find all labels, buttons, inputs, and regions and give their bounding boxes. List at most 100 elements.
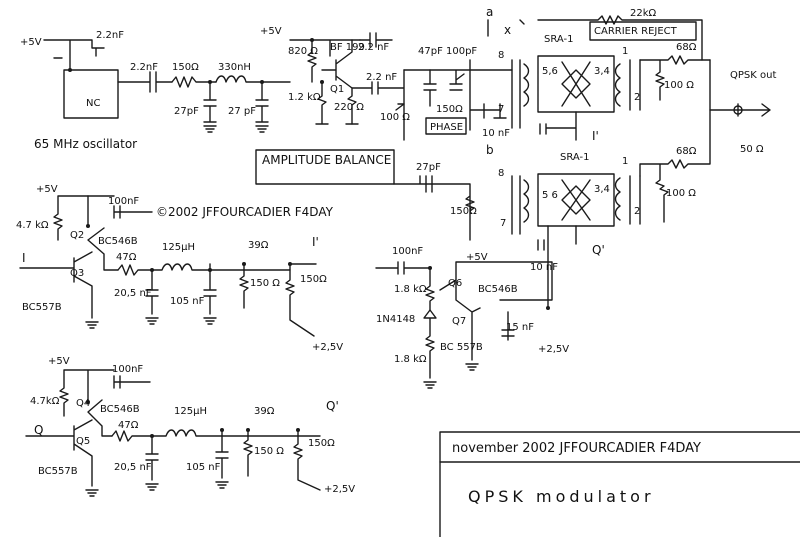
q7-label: Q7: [452, 316, 466, 327]
pin-7-bottom-label: 7: [500, 218, 506, 229]
i-cap-20-5nf-label: 20,5 nF: [114, 288, 152, 299]
phase-box: [425, 117, 467, 135]
q-resistor-39-label: 39Ω: [254, 406, 275, 417]
node-a-label: a: [486, 5, 493, 19]
pins-3-4-top-label: 3,4: [594, 66, 610, 77]
title-block-author-line: november 2002 JFFOURCADIER F4DAY: [452, 441, 701, 456]
bias-2-5v-label: +2,5V: [538, 344, 569, 355]
sra1-mixer-top: SRA-1 8 7 5,6 3,4 1 2 68Ω 100 Ω I': [498, 34, 711, 143]
resistor-820-label: 820 Ω: [288, 46, 318, 57]
q7-part-label: BC 557B: [440, 342, 483, 353]
q1-name-label: Q1: [330, 84, 344, 95]
oscillator-caption: 65 MHz oscillator: [34, 137, 137, 151]
q-resistor-150b-label: 150Ω: [308, 438, 335, 449]
q-bias-2-5v-label: +2,5V: [324, 484, 355, 495]
sra1-bottom-label: SRA-1: [560, 152, 589, 163]
diode-label: 1N4148: [376, 314, 415, 325]
q-channel-driver: +5V 100nF 4.7kΩ Q4 BC546B Q Q5 BC557B 47…: [25, 356, 355, 495]
output-q-prime-label: Q': [592, 243, 605, 257]
coupling-cap-label: 2.2nF: [130, 62, 158, 73]
resistor-100-bottom-label: 100 Ω: [666, 188, 696, 199]
oscillator-section: +5V 2.2nF NC 65 MHz oscillator 2.2nF 150…: [20, 26, 410, 151]
inductor-330nh-label: 330nH: [218, 62, 251, 73]
q-resistor-47-label: 47Ω: [118, 420, 139, 431]
i-cap-105nf-label: 105 nF: [170, 296, 205, 307]
q2-part-label: BC546B: [98, 236, 138, 247]
cap-27pf-b-branch-label: 27pF: [416, 162, 441, 173]
carrier-reject-box: [589, 21, 697, 41]
q3-part-label: BC557B: [22, 302, 62, 313]
i-channel-driver: +5V 100nF 4.7 kΩ Q2 BC546B I Q3 BC557B 4…: [16, 184, 343, 353]
q5-label: Q5: [76, 436, 90, 447]
qpsk-output: QPSK out 50 Ω: [709, 70, 776, 155]
bias-generator: 100nF +5V 1.8 kΩ Q6 BC546B 1N4148 Q7 BC …: [375, 246, 569, 379]
resistor-68-top-label: 68Ω: [676, 42, 697, 53]
i-output-prime-label: I': [312, 235, 319, 249]
cap-100pf-label: 100pF: [446, 46, 477, 57]
copyright-label: ©2002 JFFOURCADIER F4DAY: [156, 205, 334, 219]
pins-5-6-bottom-label: 5 6: [542, 190, 558, 201]
i-resistor-4-7k-label: 4.7 kΩ: [16, 220, 49, 231]
q2-label: Q2: [70, 230, 84, 241]
bias-vcc-label: +5V: [466, 252, 488, 263]
phase-label: PHASE: [430, 122, 463, 133]
q1-part-label: BF 199: [330, 42, 365, 53]
q5-part-label: BC557B: [38, 466, 78, 477]
title-block: november 2002 JFFOURCADIER F4DAY QPSK mo…: [439, 431, 800, 537]
i-vcc-label: +5V: [36, 184, 58, 195]
q-resistor-4-7k-label: 4.7kΩ: [30, 396, 60, 407]
q-vcc-label: +5V: [48, 356, 70, 367]
balance-phase-section: AMPLITUDE BALANCE PHASE 47pF 100pF 150Ω …: [255, 5, 703, 241]
input-i-label: I: [22, 251, 26, 265]
i-resistor-150a-label: 150 Ω: [250, 278, 280, 289]
i-cap-100nf-label: 100nF: [108, 196, 139, 207]
i-inductor-125uh-label: 125μH: [162, 242, 195, 253]
title-block-title: QPSK modulator: [468, 487, 655, 506]
pin-7-top-label: 7: [498, 104, 504, 115]
impedance-50-label: 50 Ω: [740, 144, 764, 155]
pin-1-bottom-label: 1: [622, 156, 628, 167]
i-resistor-150b-label: 150Ω: [300, 274, 327, 285]
resistor-22k-label: 22kΩ: [630, 8, 657, 19]
bias-cap-100nf-label: 100nF: [392, 246, 423, 257]
cap-2-2nf-top-label: 2.2 nF: [358, 42, 389, 53]
osc-decoupling-cap-label: 2.2nF: [96, 30, 124, 41]
resistor-100-top-label: 100 Ω: [664, 80, 694, 91]
resistor-68-bottom-label: 68Ω: [676, 146, 697, 157]
carrier-reject-label: CARRIER REJECT: [594, 26, 678, 37]
q-cap-105nf-label: 105 nF: [186, 462, 221, 473]
bias-cap-15nf-label: 15 nF: [506, 322, 534, 333]
q4-part-label: BC546B: [100, 404, 140, 415]
input-q-label: Q: [34, 423, 43, 437]
resistor-150-b-label: 150Ω: [450, 206, 477, 217]
pin-8-bottom-label: 8: [498, 168, 504, 179]
sra1-mixer-bottom: SRA-1 8 7 5 6 3,4 1 2 68Ω 100 Ω Q': [498, 59, 711, 309]
bias-resistor-1-8k-2-label: 1.8 kΩ: [394, 354, 427, 365]
resistor-150-phase-label: 150Ω: [436, 104, 463, 115]
bias-resistor-1-8k-label: 1.8 kΩ: [394, 284, 427, 295]
resistor-220-label: 220 Ω: [334, 102, 364, 113]
pin-1-top-label: 1: [622, 46, 628, 57]
ground-symbols: [85, 125, 479, 497]
i-resistor-39-label: 39Ω: [248, 240, 269, 251]
cap-10nf-top-label: 10 nF: [482, 128, 510, 139]
oscillator-block-label: NC: [86, 98, 100, 109]
bias-cap-10nf-label: 10 nF: [530, 262, 558, 273]
pin-2-bottom-label: 2: [634, 206, 640, 217]
osc-vcc-label: +5V: [20, 37, 42, 48]
resistor-150-label: 150Ω: [172, 62, 199, 73]
cap-2-2nf-out-label: 2.2 nF: [366, 72, 397, 83]
i-resistor-47-label: 47Ω: [116, 252, 137, 263]
q-inductor-125uh-label: 125μH: [174, 406, 207, 417]
node-x-label: x: [504, 23, 511, 37]
q-output-prime-label: Q': [326, 399, 339, 413]
q6-part-label: BC546B: [478, 284, 518, 295]
q-cap-20-5nf-label: 20,5 nF: [114, 462, 152, 473]
amplitude-balance-label: AMPLITUDE BALANCE: [262, 153, 391, 167]
resistor-1-2k-label: 1.2 kΩ: [288, 92, 321, 103]
node-b-label: b: [486, 143, 494, 157]
pin-2-top-label: 2: [634, 92, 640, 103]
pot-100-label: 100 Ω: [380, 112, 410, 123]
q-cap-100nf-label: 100nF: [112, 364, 143, 375]
